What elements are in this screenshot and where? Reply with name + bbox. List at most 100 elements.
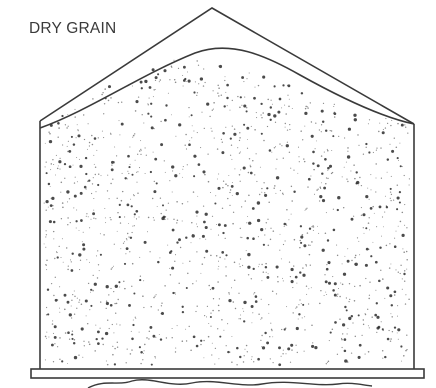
- grain-dot: [127, 239, 128, 240]
- grain-dot: [398, 339, 399, 340]
- grain-dot: [149, 326, 152, 329]
- grain-dot: [265, 266, 267, 268]
- grain-dot: [379, 123, 380, 124]
- grain-dot: [299, 299, 300, 300]
- grain-dot: [217, 148, 218, 149]
- grain-dot: [285, 127, 286, 128]
- grain-dot: [126, 247, 129, 250]
- grain-dot: [100, 254, 102, 256]
- grain-dot: [143, 122, 144, 123]
- grain-dot: [183, 66, 186, 69]
- grain-dot: [57, 122, 60, 125]
- grain-dot: [285, 240, 286, 241]
- grain-dot: [281, 329, 282, 330]
- grain-dot: [84, 139, 85, 140]
- grain-dot: [327, 150, 329, 152]
- grain-dot: [145, 173, 146, 174]
- grain-dot: [112, 267, 113, 268]
- grain-dot: [390, 264, 391, 265]
- grain-dot: [243, 320, 245, 322]
- grain-dot: [406, 251, 408, 253]
- grain-dot: [56, 252, 57, 253]
- grain-dot: [359, 177, 360, 178]
- grain-dot: [46, 161, 47, 162]
- grain-dot: [319, 129, 320, 130]
- grain-dot: [157, 261, 159, 263]
- grain-dot: [382, 216, 383, 217]
- grain-dot: [71, 261, 72, 262]
- grain-dot: [95, 191, 96, 192]
- grain-dot: [303, 158, 304, 159]
- grain-dot: [239, 137, 240, 138]
- grain-dot: [132, 226, 133, 227]
- grain-dot: [273, 187, 274, 188]
- grain-dot: [369, 217, 370, 218]
- grain-dot: [400, 221, 402, 223]
- grain-dot: [215, 348, 216, 349]
- grain-dot: [365, 264, 368, 267]
- grain-dot: [290, 168, 291, 169]
- grain-dot: [55, 277, 56, 278]
- grain-dot: [176, 222, 177, 223]
- grain-dot: [287, 95, 288, 96]
- grain-dot: [367, 188, 368, 189]
- grain-dot: [257, 358, 260, 361]
- grain-dot: [391, 150, 394, 153]
- grain-dot: [75, 220, 77, 222]
- grain-dot: [192, 283, 193, 284]
- grain-dot: [397, 328, 400, 331]
- grain-dot: [344, 338, 347, 341]
- grain-dot: [54, 343, 55, 344]
- grain-dot: [105, 222, 106, 223]
- grain-dot: [169, 268, 170, 269]
- grain-dot: [67, 331, 70, 334]
- grain-dot: [376, 178, 377, 179]
- grain-dot: [189, 116, 190, 117]
- grain-dot: [103, 137, 104, 138]
- grain-dot: [239, 263, 240, 264]
- grain-dot: [240, 169, 241, 170]
- grain-dot: [108, 85, 111, 88]
- grain-dot: [238, 318, 239, 319]
- grain-dot: [253, 361, 254, 362]
- grain-dot: [325, 129, 327, 131]
- grain-dot: [328, 361, 330, 363]
- grain-dot: [177, 219, 179, 221]
- grain-dot: [329, 263, 330, 264]
- grain-dot: [198, 163, 201, 166]
- grain-dot: [103, 113, 104, 114]
- grain-dot: [333, 106, 334, 107]
- grain-dot: [128, 236, 129, 237]
- grain-dot: [188, 80, 191, 83]
- grain-dot: [108, 294, 109, 295]
- grain-dot: [268, 201, 270, 203]
- grain-dot: [350, 170, 351, 171]
- grain-dot: [217, 328, 218, 329]
- grain-dot: [400, 273, 401, 274]
- grain-dot: [214, 364, 215, 365]
- grain-dot: [298, 304, 299, 305]
- grain-dot: [277, 281, 278, 282]
- grain-dot: [228, 292, 229, 293]
- grain-dot: [380, 270, 381, 271]
- grain-dot: [110, 133, 111, 134]
- grain-dot: [348, 301, 349, 302]
- grain-dot: [94, 283, 97, 286]
- grain-dot: [215, 195, 216, 196]
- grain-dot: [403, 273, 405, 275]
- grain-dot: [187, 201, 188, 202]
- grain-dot: [276, 176, 279, 179]
- grain-dot: [311, 325, 313, 327]
- grain-dot: [257, 219, 260, 222]
- grain-dot: [275, 122, 276, 123]
- grain-dot: [365, 278, 366, 279]
- grain-dot: [115, 285, 118, 288]
- grain-dot: [189, 326, 190, 327]
- grain-dot: [232, 182, 233, 183]
- grain-dot: [381, 321, 382, 322]
- grain-dot: [195, 311, 196, 312]
- grain-dot: [144, 241, 147, 244]
- grain-dot: [320, 290, 321, 291]
- grain-dot: [337, 354, 338, 355]
- grain-dot: [256, 117, 257, 118]
